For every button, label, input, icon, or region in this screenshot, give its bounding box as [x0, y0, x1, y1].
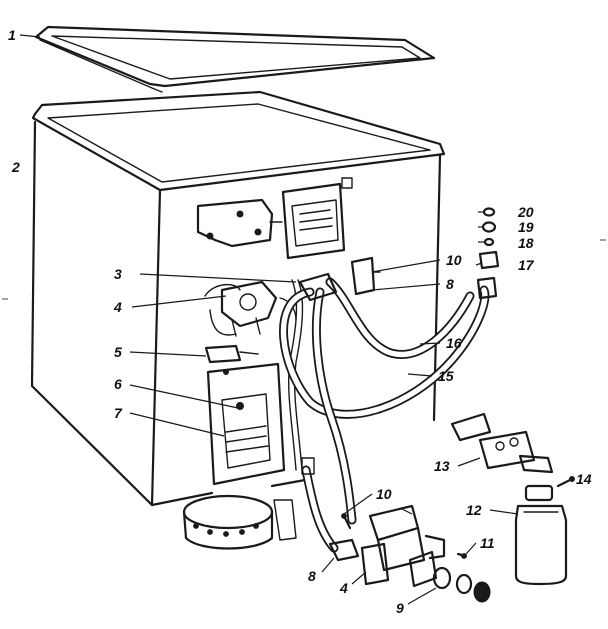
water-valve	[360, 504, 446, 588]
callout-10: 10	[446, 252, 462, 268]
callout-16: 16	[446, 335, 462, 351]
callout-14: 14	[576, 471, 592, 487]
callout-6: 6	[114, 376, 122, 392]
callout-4-lower: 4	[339, 580, 348, 596]
fill-hose	[325, 277, 475, 359]
callout-15: 15	[438, 368, 454, 384]
callout-13: 13	[434, 458, 450, 474]
thermostat-switch	[204, 280, 278, 337]
valve-hose	[301, 287, 357, 553]
mounting-bracket	[450, 412, 554, 474]
callout-10-lower: 10	[376, 486, 392, 502]
callout-8-lower: 8	[308, 568, 316, 584]
lower-hose-clamp	[301, 457, 360, 562]
callout-3: 3	[114, 266, 122, 282]
callout-9: 9	[396, 600, 404, 616]
callout-12: 12	[466, 502, 482, 518]
small-screws	[341, 513, 468, 559]
callout-2: 2	[11, 159, 20, 175]
tub-cabinet	[30, 90, 446, 507]
valve-washers	[432, 566, 491, 603]
callout-11: 11	[480, 535, 495, 551]
wiring-bracket	[196, 198, 283, 248]
callout-8: 8	[446, 276, 454, 292]
detergent-bottle	[514, 484, 568, 586]
motor	[182, 494, 297, 550]
callout-4: 4	[113, 299, 122, 315]
callout-18: 18	[518, 235, 534, 251]
leader-lines	[19, 34, 519, 605]
callout-1: 1	[8, 27, 16, 43]
callout-numbers: 1 2 3 4 5 6 7 20 19 18 17 10 8 16 15 13 …	[8, 27, 592, 616]
lid-gasket	[34, 25, 436, 93]
callout-19: 19	[518, 219, 534, 235]
screw-14	[556, 476, 575, 488]
clip	[204, 344, 259, 364]
upper-heater-block	[281, 177, 353, 260]
callout-20: 20	[517, 204, 534, 220]
callout-5: 5	[114, 344, 122, 360]
lower-heater-assembly	[206, 362, 286, 486]
inlet-fittings	[476, 207, 500, 300]
callout-17: 17	[518, 257, 535, 273]
callout-7: 7	[114, 405, 123, 421]
hose-loop	[279, 285, 490, 419]
